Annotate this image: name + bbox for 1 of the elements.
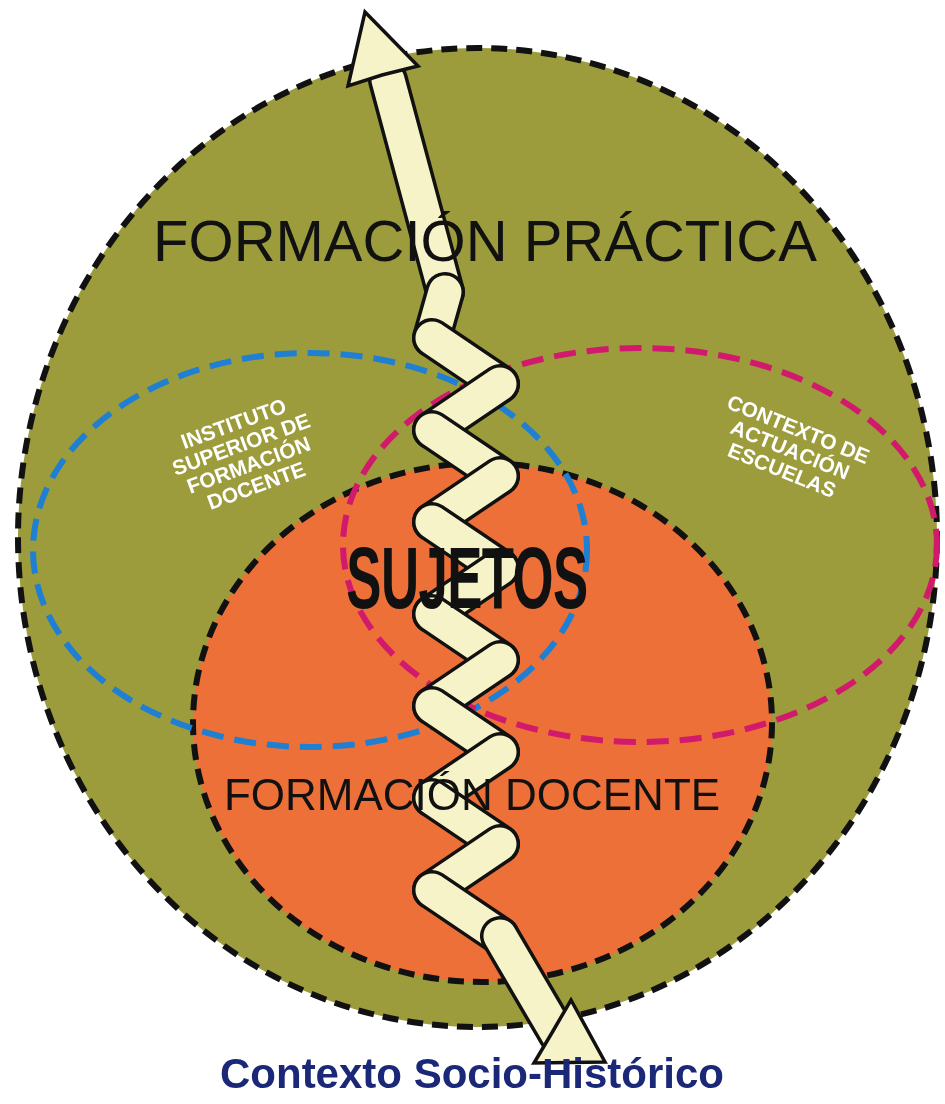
caption: Contexto Socio-Histórico [220, 1050, 724, 1098]
